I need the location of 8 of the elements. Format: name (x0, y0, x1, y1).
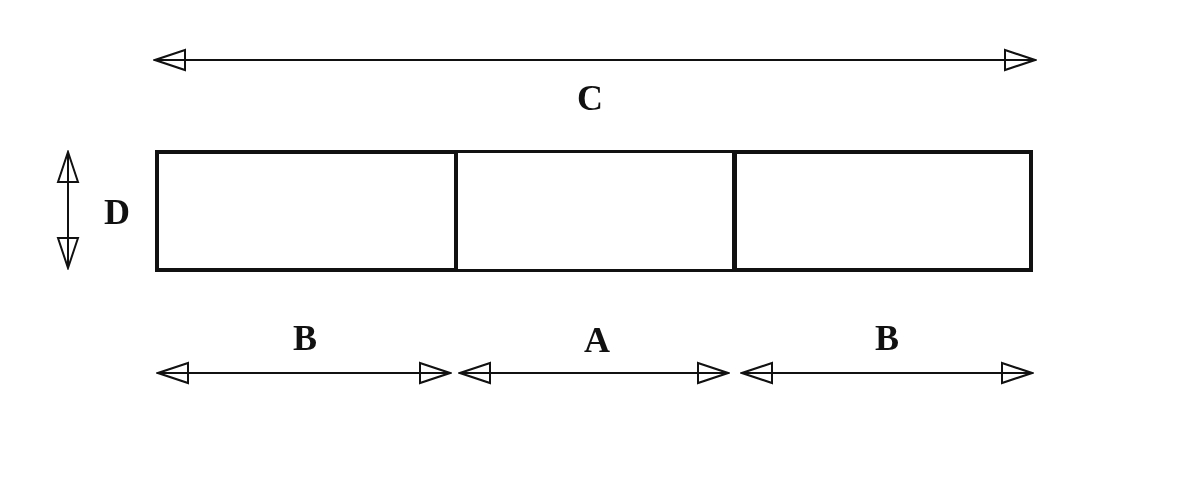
rectangle-section (155, 150, 458, 272)
rectangle-section (733, 150, 1033, 272)
dimension-label: B (875, 320, 899, 356)
dimension-label: C (577, 80, 603, 116)
rectangle-section (455, 150, 735, 272)
dimension-label: B (293, 320, 317, 356)
dimension-label: D (104, 194, 130, 230)
dimension-label: A (584, 322, 610, 358)
